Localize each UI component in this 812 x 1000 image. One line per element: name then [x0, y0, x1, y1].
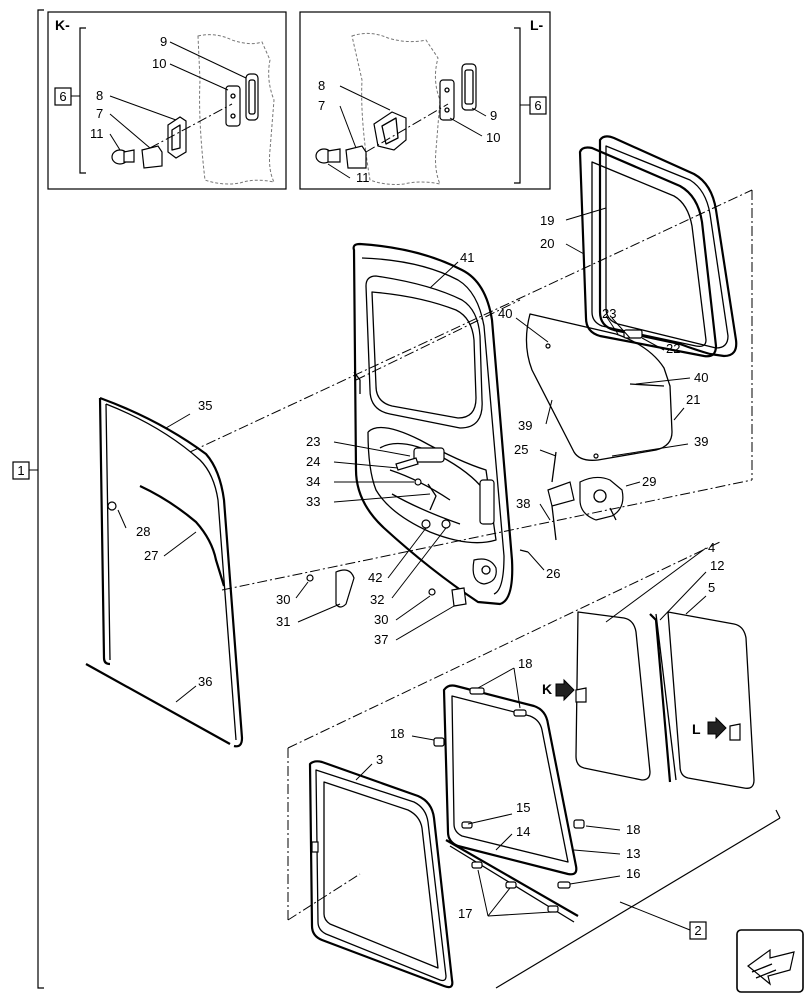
callout-40a: 40 [498, 306, 512, 321]
callout-34: 34 [306, 474, 320, 489]
view-l-group-label: 6 [534, 98, 541, 113]
seal-frame-13: 18 18 18 13 [390, 656, 640, 876]
assembly-ref-label: 1 [17, 463, 24, 478]
callout-3: 3 [376, 752, 383, 767]
strip-36: 36 [85, 663, 231, 745]
seal-35: 35 [98, 396, 244, 748]
callout-37: 37 [374, 632, 388, 647]
callout-31: 31 [276, 614, 290, 629]
view-l-label-11: 11 [356, 170, 370, 185]
alignment-lines [189, 189, 753, 921]
window-set-bracket: 2 [495, 809, 781, 989]
nav-return-button[interactable] [736, 929, 804, 993]
view-k-label-11: 11 [90, 126, 104, 141]
view-k-group-label: 6 [59, 89, 66, 104]
callout-30a: 30 [276, 592, 290, 607]
detail-view-k: K- 6 9 10 8 7 11 [47, 11, 287, 190]
view-l-label-9: 9 [490, 108, 497, 123]
callout-24: 24 [306, 454, 320, 469]
callout-40b: 40 [694, 370, 708, 385]
callout-36: 36 [198, 674, 212, 689]
callout-18c: 18 [626, 822, 640, 837]
callout-35: 35 [198, 398, 212, 413]
view-l-frame [299, 11, 551, 190]
view-l-letter: L- [530, 17, 544, 33]
door-hardware: 23 24 34 33 42 32 30 31 30 37 [276, 434, 467, 647]
callout-29: 29 [642, 474, 656, 489]
callout-19: 19 [540, 213, 554, 228]
marker-k: K [542, 681, 552, 697]
callout-18b: 18 [390, 726, 404, 741]
callout-28: 28 [136, 524, 150, 539]
callout-33: 33 [306, 494, 320, 509]
callout-41: 41 [460, 250, 474, 265]
glass-21: 21 40 40 23 22 39 39 [498, 306, 708, 461]
assembly-bracket: 1 [12, 9, 44, 989]
window-set-ref-label: 2 [694, 923, 701, 938]
latch-assembly: 25 29 38 26 [514, 442, 656, 581]
view-l-label-10: 10 [486, 130, 500, 145]
callout-30b: 30 [374, 612, 388, 627]
callout-23b: 23 [306, 434, 320, 449]
door-frame-41: 41 [352, 242, 514, 606]
glass-4: K 4 [542, 540, 715, 781]
marker-l: L [692, 721, 701, 737]
callout-17: 17 [458, 906, 472, 921]
window-set-ref-box [689, 921, 707, 940]
callout-5: 5 [708, 580, 715, 595]
handle-9-l [461, 63, 477, 111]
callout-21: 21 [686, 392, 700, 407]
callout-25: 25 [514, 442, 528, 457]
view-k-label-10: 10 [152, 56, 166, 71]
latch-29 [579, 476, 624, 521]
cap-7-l [345, 145, 367, 169]
callout-22: 22 [666, 341, 680, 356]
handle-9-k [245, 73, 259, 121]
arrow-k-icon [555, 678, 575, 702]
callout-32: 32 [370, 592, 384, 607]
view-k-label-7: 7 [96, 106, 103, 121]
callout-20: 20 [540, 236, 554, 251]
lock-8-l [373, 111, 407, 151]
rod-27: 28 27 [107, 485, 226, 587]
callout-13: 13 [626, 846, 640, 861]
callout-15: 15 [516, 800, 530, 815]
view-l-label-7: 7 [318, 98, 325, 113]
detail-view-l: L- 6 8 7 11 9 10 [299, 11, 551, 190]
callout-16: 16 [626, 866, 640, 881]
arrow-l-icon [707, 716, 727, 740]
glass-5: L 5 [667, 580, 755, 789]
gasket-10-l [439, 79, 455, 121]
window-frame-19-20: 19 20 [540, 135, 738, 358]
callout-27: 27 [144, 548, 158, 563]
view-k-label-8: 8 [96, 88, 103, 103]
callout-12: 12 [710, 558, 724, 573]
callout-23a: 23 [602, 306, 616, 321]
callout-14: 14 [516, 824, 530, 839]
arrow-return-icon [747, 948, 795, 986]
view-l-label-8: 8 [318, 78, 325, 93]
callout-39a: 39 [518, 418, 532, 433]
callout-38: 38 [516, 496, 530, 511]
view-k-letter: K- [55, 17, 70, 33]
frame-3: 3 [308, 752, 454, 989]
callout-4: 4 [708, 540, 715, 555]
view-k-frame [47, 11, 287, 190]
callout-42: 42 [368, 570, 382, 585]
strip-14: 15 14 16 17 [445, 800, 640, 923]
cap-7-k [141, 145, 163, 169]
callout-26: 26 [546, 566, 560, 581]
view-k-label-9: 9 [160, 34, 167, 49]
gasket-10-k [225, 85, 241, 127]
lock-8-k [167, 116, 187, 159]
callout-39b: 39 [694, 434, 708, 449]
callout-18a: 18 [518, 656, 532, 671]
